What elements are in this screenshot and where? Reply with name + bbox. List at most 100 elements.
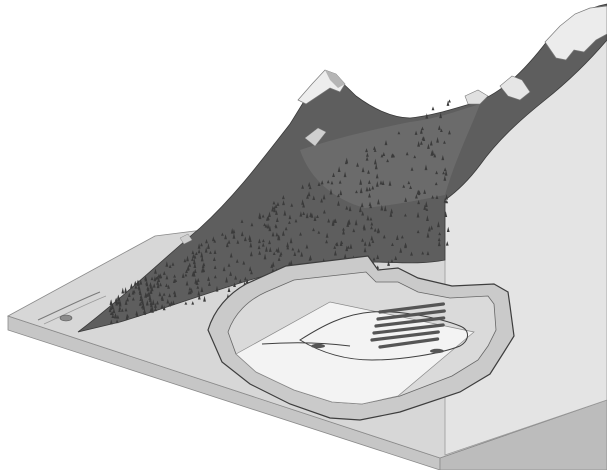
tree-icon	[146, 286, 150, 292]
tree-icon	[197, 243, 201, 249]
tree-icon	[400, 235, 404, 239]
tree-icon	[203, 295, 206, 302]
tree-icon	[190, 287, 194, 293]
tree-icon	[135, 313, 139, 317]
tree-icon	[416, 229, 420, 234]
tree-icon	[109, 299, 113, 306]
tree-icon	[263, 222, 266, 227]
tree-icon	[268, 246, 272, 252]
tree-icon	[326, 179, 330, 184]
tree-icon	[369, 204, 373, 209]
tree-icon	[204, 246, 208, 253]
cavern-hall	[370, 330, 440, 342]
tree-icon	[441, 154, 445, 161]
tree-icon	[268, 239, 271, 245]
tree-icon	[373, 146, 376, 150]
tree-icon	[153, 275, 157, 282]
tree-icon	[361, 238, 364, 242]
tree-icon	[381, 180, 385, 186]
tree-icon	[422, 136, 426, 141]
tree-icon	[320, 180, 324, 185]
tree-icon	[173, 274, 176, 278]
tree-icon	[316, 214, 319, 219]
tree-icon	[271, 205, 275, 212]
tree-icon	[248, 266, 252, 272]
tree-icon	[111, 311, 114, 315]
tree-icon	[355, 190, 358, 194]
tree-icon	[155, 275, 159, 280]
tree-icon	[431, 106, 435, 111]
tree-icon	[403, 213, 407, 217]
tree-icon	[365, 156, 369, 161]
tree-icon	[306, 194, 309, 199]
tree-icon	[446, 226, 450, 232]
tree-icon	[430, 225, 434, 230]
tree-icon	[171, 262, 175, 266]
tree-icon	[162, 305, 166, 311]
tree-icon	[271, 231, 275, 237]
tree-icon	[268, 211, 271, 217]
tree-icon	[158, 273, 162, 279]
tree-icon	[343, 171, 347, 178]
tree-icon	[317, 230, 321, 234]
tree-icon	[114, 297, 118, 304]
tree-icon	[312, 195, 316, 200]
tree-icon	[258, 250, 262, 255]
tree-icon	[196, 285, 200, 289]
tree-icon	[346, 245, 350, 249]
tree-icon	[185, 280, 189, 286]
tree-icon	[282, 200, 285, 206]
tree-icon	[221, 232, 224, 236]
tree-icon	[213, 239, 217, 243]
tree-icon	[138, 301, 142, 306]
tree-icon	[243, 236, 247, 242]
tree-icon	[322, 209, 326, 214]
tree-icon	[200, 242, 203, 247]
tree-icon	[301, 199, 305, 205]
tree-icon	[322, 194, 326, 200]
tree-icon	[215, 285, 219, 292]
tree-icon	[445, 194, 448, 200]
tree-icon	[235, 259, 239, 263]
slope-clearing-2	[179, 233, 193, 245]
tree-icon	[299, 211, 303, 217]
tree-icon	[162, 270, 166, 275]
tree-icon	[137, 284, 141, 289]
tree-icon	[187, 290, 191, 295]
tree-icon	[136, 279, 140, 286]
tree-icon	[193, 268, 197, 274]
tree-icon	[248, 236, 252, 243]
tree-icon	[365, 148, 368, 153]
tree-icon	[286, 241, 289, 248]
tree-icon	[272, 251, 276, 256]
right-ridge-rock	[544, 5, 607, 61]
tree-icon	[333, 245, 337, 249]
tree-icon	[250, 222, 254, 227]
tree-icon	[185, 269, 188, 273]
tree-icon	[419, 140, 423, 145]
tree-icon	[443, 175, 447, 181]
tree-icon	[150, 276, 154, 281]
tree-icon	[242, 260, 246, 265]
tree-icon	[379, 180, 383, 185]
tree-icon	[394, 255, 398, 260]
tree-icon	[291, 247, 295, 251]
tree-icon	[186, 255, 189, 262]
tree-icon	[184, 273, 188, 277]
tree-icon	[126, 314, 130, 318]
tree-icon	[112, 307, 116, 314]
tree-icon	[387, 260, 390, 266]
tree-icon	[300, 251, 304, 257]
tree-icon	[238, 278, 242, 283]
tree-icon	[289, 259, 293, 265]
tree-icon	[115, 319, 119, 324]
tree-icon	[165, 274, 169, 280]
tree-icon	[244, 276, 247, 281]
tree-icon	[121, 287, 125, 294]
tree-icon	[363, 225, 366, 231]
tree-icon	[430, 150, 434, 156]
tree-icon	[427, 226, 431, 232]
tree-icon	[275, 217, 279, 223]
tree-icon	[444, 211, 448, 217]
tree-icon	[233, 282, 236, 288]
